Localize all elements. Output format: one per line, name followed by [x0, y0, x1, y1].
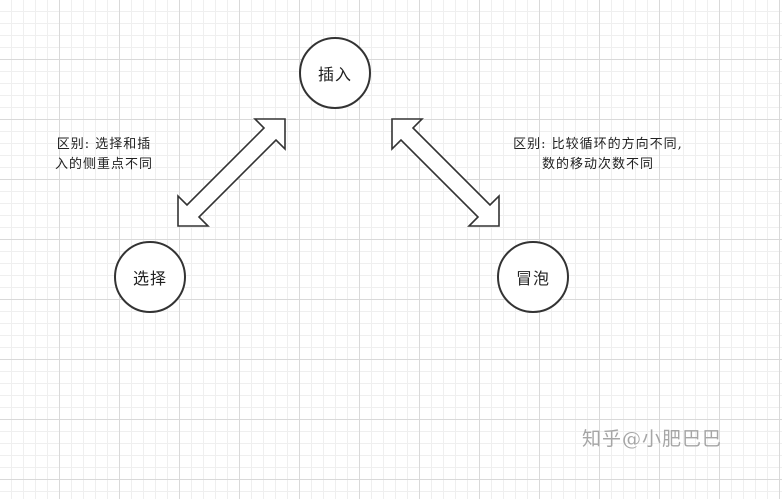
node-bubble-circle — [497, 241, 569, 313]
node-select-label: 选择 — [132, 269, 167, 288]
note-left-line-2: 入的侧重点不同 — [54, 157, 153, 172]
node-bubble-label: 冒泡 — [515, 269, 550, 288]
watermark: 知乎@小肥巴巴 — [582, 428, 723, 450]
double-arrow-left — [177, 118, 286, 227]
note-right-line-1: 区别: 比较循环的方向不同, — [513, 137, 683, 152]
note-right: 区别: 比较循环的方向不同, 数的移动次数不同 — [500, 135, 696, 175]
note-right-line-2: 数的移动次数不同 — [541, 157, 654, 172]
double-arrow-right — [391, 118, 500, 227]
node-insert-circle — [299, 37, 371, 109]
note-left: 区别: 选择和插 入的侧重点不同 — [42, 135, 166, 175]
node-select-circle — [114, 241, 186, 313]
note-left-line-1: 区别: 选择和插 — [56, 137, 152, 152]
node-insert-label: 插入 — [317, 65, 352, 84]
